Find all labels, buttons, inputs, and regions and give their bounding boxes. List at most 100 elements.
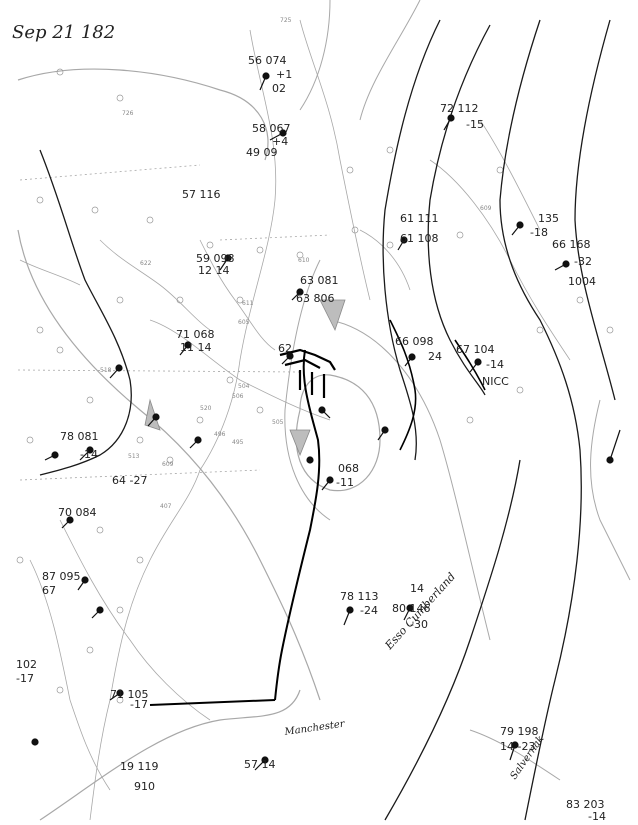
obs-label: 11 14 <box>180 341 212 354</box>
coastline <box>479 119 541 231</box>
obs-label: 910 <box>134 780 155 793</box>
obs-label: 70 084 <box>58 506 97 519</box>
coastline <box>99 239 211 331</box>
isobar <box>384 459 521 821</box>
label-nicc: NICC <box>482 375 509 388</box>
obs-label: 63 081 <box>300 274 339 287</box>
pencil-isobar <box>295 374 381 492</box>
obs-label: 068 <box>338 462 359 475</box>
obs-label: 57 14 <box>244 758 276 771</box>
obs-label: -11 <box>336 476 354 489</box>
obs-label: 78 081 <box>60 430 99 443</box>
station-number: 611 <box>242 300 254 307</box>
obs-label: -32 <box>574 255 592 268</box>
pencil-isobar <box>469 729 561 781</box>
obs-label: 87 095 <box>42 570 81 583</box>
grid-line <box>17 369 301 373</box>
wind-barbs <box>31 72 621 771</box>
obs-label: 67 104 <box>456 343 495 356</box>
isobar <box>382 19 441 461</box>
obs-label: 61 108 <box>400 232 439 245</box>
obs-label: -15 <box>466 118 484 131</box>
pencil-isobar <box>17 68 269 161</box>
pencil-isobar <box>17 229 321 701</box>
station-number: 609 <box>480 205 492 212</box>
station-number: 520 <box>200 405 212 412</box>
obs-label: 14 <box>410 582 424 595</box>
coastline <box>149 319 331 421</box>
obs-label: 02 <box>272 82 286 95</box>
ink-isobars <box>39 19 616 821</box>
pencil-isobar <box>299 0 331 111</box>
station-number: 506 <box>232 393 244 400</box>
station-number: 609 <box>162 461 174 468</box>
observation-labels: 56 074 +1 02 58 067 +4 49 09 72 112 -15 … <box>16 54 606 823</box>
obs-label: 71 068 <box>176 328 215 341</box>
station-number-labels: 726 622 609 611 610 605 504 506 513 518 … <box>100 17 492 510</box>
station-number: 495 <box>232 439 244 446</box>
station-number: 407 <box>160 503 172 510</box>
station-number: 726 <box>122 110 134 117</box>
obs-label: -18 <box>530 226 548 239</box>
obs-label: 78 113 <box>340 590 379 603</box>
obs-label: -14 <box>80 448 98 461</box>
obs-label: 62 <box>278 342 292 355</box>
station-number: 610 <box>298 257 310 264</box>
obs-label: 63 806 <box>296 292 335 305</box>
station-number: 513 <box>128 453 140 460</box>
obs-label: 61 111 <box>400 212 439 225</box>
obs-label: -24 <box>360 604 378 617</box>
obs-label: 59 098 <box>196 252 235 265</box>
pencil-isobar <box>284 259 331 521</box>
station-markers <box>16 68 614 704</box>
station-number: 505 <box>272 419 284 426</box>
obs-label: -17 <box>16 672 34 685</box>
station-number: 496 <box>214 431 226 438</box>
frontal-boundary <box>389 319 486 451</box>
base-map-layer <box>17 0 631 821</box>
obs-label: 135 <box>538 212 559 225</box>
pencil-isobar <box>329 319 491 641</box>
obs-label: 83 203 <box>566 798 605 811</box>
obs-label: -14 <box>588 810 606 823</box>
obs-label: 72 112 <box>440 102 479 115</box>
obs-label: 58 067 <box>252 122 291 135</box>
station-number: 504 <box>238 383 250 390</box>
low-pressure-centre <box>279 348 336 398</box>
obs-label: +4 <box>272 135 288 148</box>
cold-front <box>149 349 321 706</box>
obs-label: 19 119 <box>120 760 159 773</box>
isobar <box>427 24 491 396</box>
obs-label: 49 09 <box>246 146 278 159</box>
pencil-isobar <box>359 0 421 121</box>
station-number: 518 <box>100 367 112 374</box>
obs-label: 80 146 <box>392 602 431 615</box>
obs-label: 71 105 <box>110 688 149 701</box>
coastline <box>299 19 371 301</box>
coastline <box>199 239 276 351</box>
coastline <box>359 229 411 291</box>
obs-label: 12 14 <box>198 264 230 277</box>
coastline <box>429 159 571 361</box>
coastline <box>59 519 211 721</box>
obs-label: 1004 <box>568 275 596 288</box>
obs-label: 56 074 <box>248 54 287 67</box>
obs-label: 67 <box>42 584 56 597</box>
pencil-isobar <box>39 689 301 821</box>
pencil-annotation <box>144 299 346 457</box>
obs-label: 24 <box>428 350 442 363</box>
obs-label: -17 <box>130 698 148 711</box>
obs-label: 79 198 <box>500 725 539 738</box>
coastline <box>19 259 81 286</box>
obs-label: 14 -23 <box>500 740 535 753</box>
isobar <box>574 19 616 401</box>
station-number: 605 <box>238 319 250 326</box>
date-label: Sep 21 182 <box>12 22 115 43</box>
isobar <box>39 149 132 476</box>
obs-label: -14 <box>486 358 504 371</box>
isobar <box>499 19 582 821</box>
obs-label: 64 -27 <box>112 474 147 487</box>
obs-label: 66 168 <box>552 238 591 251</box>
grid-line <box>219 234 331 241</box>
